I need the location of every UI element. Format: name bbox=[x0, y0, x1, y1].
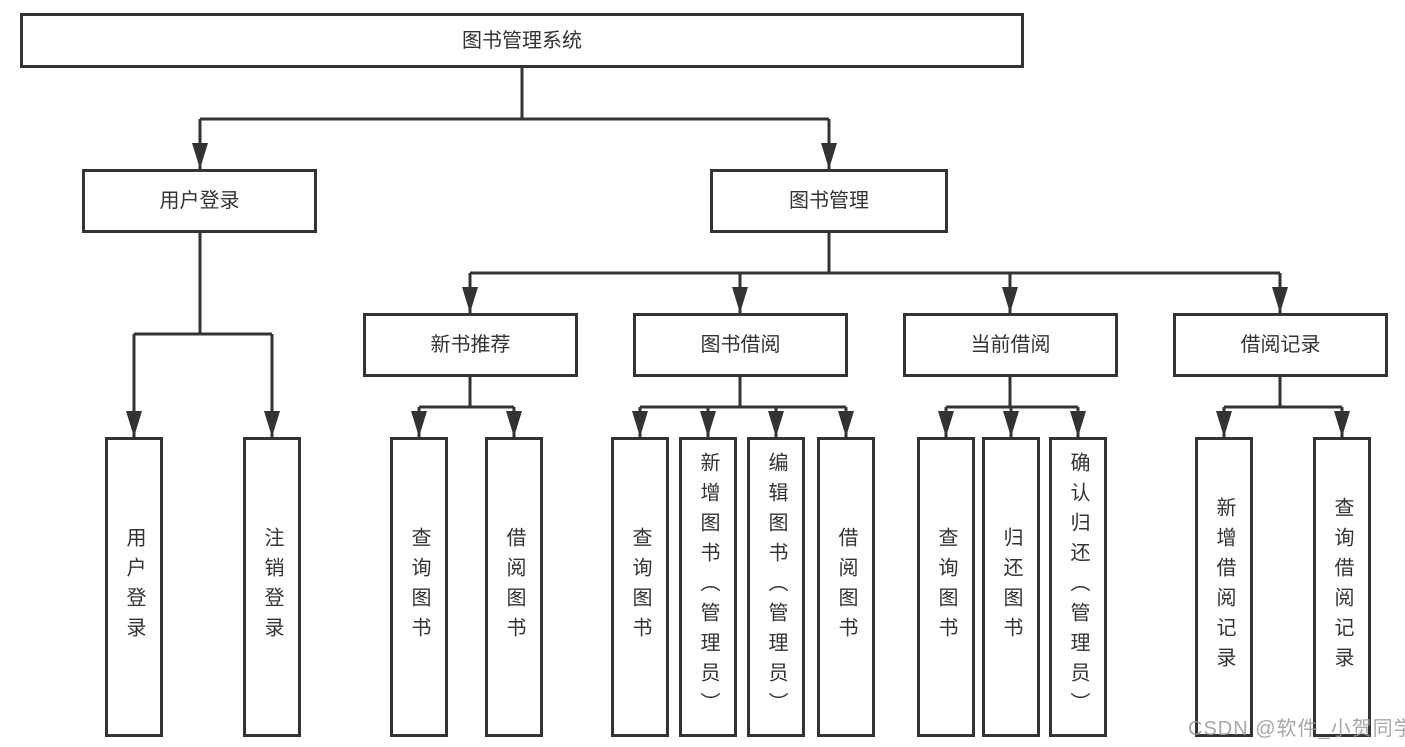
edge-current-borrowing-to-leaves bbox=[938, 377, 1086, 437]
csdn-watermark: CSDN @软件_小贺同学 bbox=[1188, 718, 1405, 740]
node-label: 图书借阅 bbox=[700, 334, 781, 356]
edge-borrowing-records-to-leaves bbox=[1216, 377, 1350, 437]
leaf-user-login: 用户登录 bbox=[105, 437, 163, 737]
node-label: 确认归还（管理员） bbox=[1067, 452, 1089, 722]
leaf-borrow-books-recommendation: 借阅图书 bbox=[485, 437, 543, 737]
node-label: 编辑图书（管理员） bbox=[765, 452, 787, 722]
edge-root-to-level2 bbox=[192, 68, 837, 169]
node-label: 当前借阅 bbox=[970, 334, 1051, 356]
leaf-query-books-current: 查询图书 bbox=[917, 437, 975, 737]
node-label: 查询图书 bbox=[408, 527, 430, 647]
edge-new-book-recommendation-to-leaves bbox=[411, 377, 522, 437]
leaf-add-books-admin: 新增图书（管理员） bbox=[679, 437, 737, 737]
edge-book-borrowing-to-leaves bbox=[632, 377, 854, 437]
node-borrowing-records: 借阅记录 bbox=[1173, 313, 1388, 377]
node-label: 查询借阅记录 bbox=[1331, 497, 1353, 677]
node-label: 用户登录 bbox=[123, 527, 145, 647]
leaf-logout: 注销登录 bbox=[243, 437, 301, 737]
node-label: 新增借阅记录 bbox=[1213, 497, 1235, 677]
edge-user-login-to-leaves bbox=[126, 233, 280, 437]
node-book-borrowing: 图书借阅 bbox=[633, 313, 848, 377]
leaf-confirm-return-admin: 确认归还（管理员） bbox=[1049, 437, 1107, 737]
node-current-borrowing: 当前借阅 bbox=[903, 313, 1118, 377]
leaf-add-borrow-record: 新增借阅记录 bbox=[1195, 437, 1253, 737]
node-library-management-system: 图书管理系统 bbox=[20, 13, 1024, 68]
node-label: 借阅图书 bbox=[835, 527, 857, 647]
node-label: 查询图书 bbox=[935, 527, 957, 647]
node-label: 查询图书 bbox=[629, 527, 651, 647]
node-book-management: 图书管理 bbox=[710, 169, 948, 233]
node-label: 借阅记录 bbox=[1240, 334, 1321, 356]
node-label: 图书管理系统 bbox=[462, 29, 582, 52]
leaf-query-books-borrowing: 查询图书 bbox=[611, 437, 669, 737]
leaf-return-books: 归还图书 bbox=[982, 437, 1040, 737]
node-label: 归还图书 bbox=[1000, 527, 1022, 647]
leaf-borrow-books: 借阅图书 bbox=[817, 437, 875, 737]
node-new-book-recommendation: 新书推荐 bbox=[363, 313, 578, 377]
node-label: 借阅图书 bbox=[503, 527, 525, 647]
leaf-query-borrow-record: 查询借阅记录 bbox=[1313, 437, 1371, 737]
node-label: 图书管理 bbox=[789, 190, 869, 212]
leaf-edit-books-admin: 编辑图书（管理员） bbox=[747, 437, 805, 737]
node-label: 新增图书（管理员） bbox=[697, 452, 719, 722]
node-label: 用户登录 bbox=[159, 190, 240, 212]
leaf-query-books-recommendation: 查询图书 bbox=[390, 437, 448, 737]
edge-book-management-to-level3 bbox=[462, 233, 1288, 313]
node-label: 注销登录 bbox=[261, 527, 283, 647]
node-label: 新书推荐 bbox=[430, 334, 511, 356]
node-user-login: 用户登录 bbox=[82, 169, 317, 233]
